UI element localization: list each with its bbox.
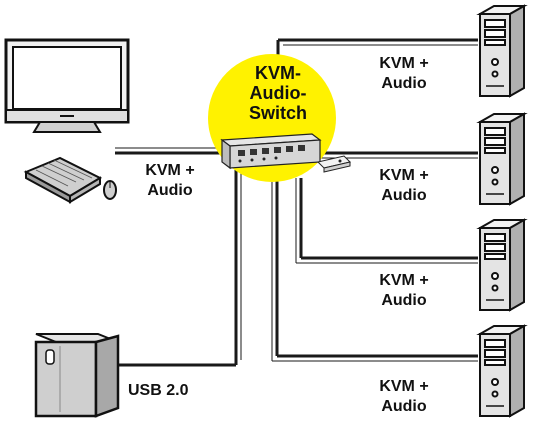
computer-3-label-line-2: Audio (381, 292, 427, 309)
computer-4-label-line-2: Audio (381, 398, 427, 415)
tower-pc-icon (476, 112, 528, 206)
console-label-line-2: Audio (147, 182, 193, 199)
remote-control-icon (317, 155, 351, 173)
computer-1-label-line-1: KVM + (379, 55, 428, 72)
kvm-switch-box-icon (220, 133, 322, 170)
switch-title-line-2: Audio- (250, 83, 307, 103)
computer-3-label-line-1: KVM + (379, 272, 428, 289)
computers (476, 4, 528, 418)
switch-title-line-1: KVM- (255, 63, 301, 83)
cables (115, 38, 478, 367)
monitor-icon (4, 38, 130, 133)
kvm-switch-badge: KVM- Audio- Switch (208, 54, 351, 182)
computer-4-label-line-1: KVM + (379, 378, 428, 395)
computer-1-label-line-2: Audio (381, 75, 427, 92)
usb-label: USB 2.0 (128, 382, 189, 399)
tower-pc-icon (476, 218, 528, 312)
mouse-icon (103, 180, 117, 200)
tower-pc-icon (476, 324, 528, 418)
console-label-line-1: KVM + (145, 162, 194, 179)
computer-2-label-line-1: KVM + (379, 167, 428, 184)
tower-pc-icon (476, 4, 528, 98)
switch-title-line-3: Switch (249, 103, 307, 123)
keyboard-icon (23, 156, 103, 204)
computer-2-label-line-2: Audio (381, 187, 427, 204)
usb-hard-drive-icon (34, 333, 120, 418)
